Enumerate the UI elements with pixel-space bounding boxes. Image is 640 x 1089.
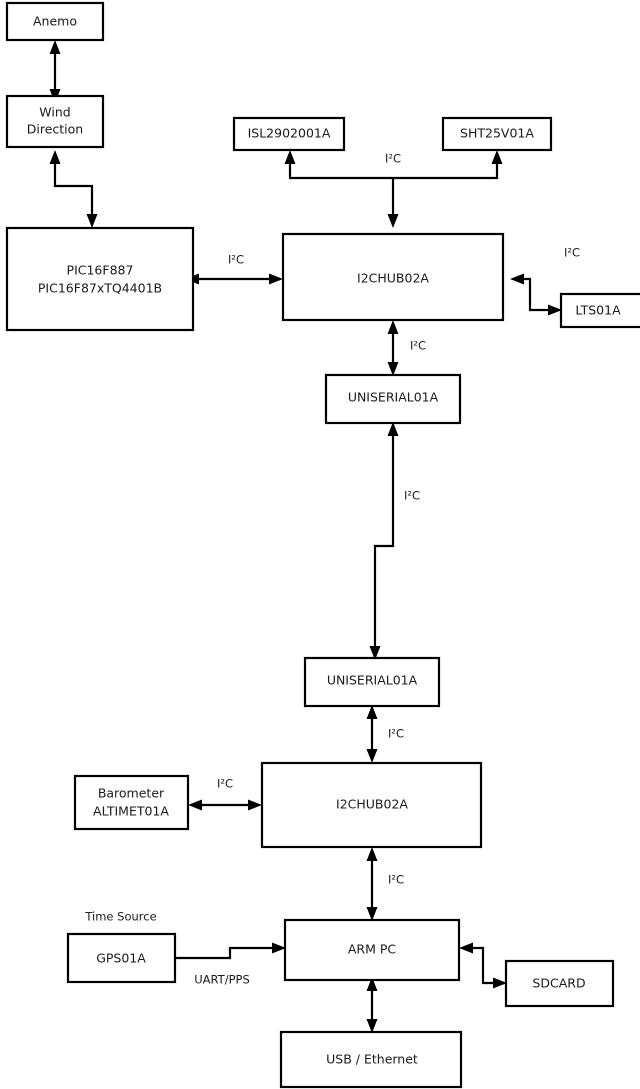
arrow-head-up-isl [284,150,296,164]
arrow-head-down [366,749,378,763]
edge-wind-direction-pic [49,150,98,228]
arrow-head-left [188,799,202,811]
node-usb-ethernet[interactable]: USB / Ethernet [279,1030,463,1089]
edge-barometer-hub-bottom: I²C [188,777,262,811]
node-uniserial01a-top[interactable]: UNISERIAL01A [324,373,462,425]
node-label-arm-pc: ARM PC [348,942,397,957]
arrow-head-down [86,214,98,228]
edge-label-hub-lts: I²C [564,246,580,260]
node-label-barometer-line2: ALTIMET01A [93,804,169,819]
edge-label-gps-armpc: UART/PPS [194,973,250,987]
edge-label-hub-armpc: I²C [388,873,404,887]
edge-gps-armpc: UART/PPS [175,942,286,987]
node-i2chub02a-bottom[interactable]: I2CHUB02A [260,761,483,849]
arrow-head-up [366,705,378,719]
node-label-isl: ISL2902001A [248,126,331,141]
node-anemo[interactable]: Anemo [5,1,105,42]
node-label-sdcard: SDCARD [532,976,585,991]
arrow-head-right [548,304,562,316]
arrow-head-right [272,942,286,954]
edge-uniserial-link: I²C [369,422,420,660]
edge-hub-top-sensors: I²C [284,150,503,228]
node-sdcard[interactable]: SDCARD [504,959,615,1008]
edge-label-uniserial-hub-bot: I²C [388,727,404,741]
arrow-head-left [459,942,473,954]
node-label-barometer-line1: Barometer [98,786,165,801]
edge-hub-top-lts: I²C [510,246,580,316]
node-label-hub-top: I2CHUB02A [357,271,429,286]
arrow-head-right [248,799,262,811]
edge-anemo-wind-direction [49,40,61,103]
node-label-uniserial-top: UNISERIAL01A [348,390,439,405]
arrow-head-up [387,320,399,334]
edge-uniserial-bottom-hub-bottom: I²C [366,705,404,763]
edge-hub-bottom-armpc: I²C [366,847,404,921]
edge-label-uniserial-link: I²C [404,489,420,503]
edge-pic-hub-top: I²C [185,253,283,285]
arrow-head-up [387,422,399,436]
node-wind-direction[interactable]: Wind Direction [5,94,105,149]
arrow-head-left [510,273,524,285]
node-pic-mcu[interactable]: PIC16F887 PIC16F87xTQ4401B [5,226,195,332]
node-label-uniserial-bottom: UNISERIAL01A [327,673,418,688]
node-label-pic-line2: PIC16F87xTQ4401B [38,281,162,296]
edge-armpc-sdcard [459,942,507,989]
arrow-head-up [49,150,61,164]
arrow-head-down-hub [387,214,399,228]
node-arm-pc[interactable]: ARM PC [283,918,461,982]
arrow-head-right [493,977,507,989]
node-label-lts: LTS01A [575,303,621,318]
edge-label-pic-hub: I²C [228,253,244,267]
edge-hub-top-uniserial-top: I²C [387,320,426,376]
arrow-head-up [366,977,378,991]
arrow-head-up [366,847,378,861]
edge-label-barometer-hub: I²C [217,777,233,791]
node-label-usb-ethernet: USB / Ethernet [326,1052,418,1067]
node-i2chub02a-top[interactable]: I2CHUB02A [281,232,505,322]
arrow-head-down [369,646,381,660]
node-label-pic-line1: PIC16F887 [67,263,134,278]
edge-label-hub-uniserial: I²C [410,339,426,353]
arrow-head-down [366,907,378,921]
arrow-head-up-sht [491,150,503,164]
node-gps01a[interactable]: GPS01A [66,932,177,984]
node-label-sht: SHT25V01A [460,126,534,141]
arrow-head-down [387,362,399,376]
label-time-source: Time Source [84,910,156,924]
node-label-wind-direction-line2: Direction [27,122,83,137]
node-label-gps: GPS01A [96,951,146,966]
edge-armpc-usb-ethernet [366,977,378,1033]
node-sht25v01a[interactable]: SHT25V01A [441,116,553,152]
node-barometer-altimet01a[interactable]: Barometer ALTIMET01A [73,774,190,831]
arrow-head-down [366,1019,378,1033]
node-isl2902001a[interactable]: ISL2902001A [232,116,346,152]
arrow-head-up [49,40,61,54]
node-label-anemo: Anemo [33,14,77,29]
edge-label-hub-sensors: I²C [385,152,401,166]
node-uniserial01a-bottom[interactable]: UNISERIAL01A [303,656,441,708]
node-lts01a[interactable]: LTS01A [559,292,640,329]
node-label-wind-direction-line1: Wind [39,105,70,120]
node-label-hub-bottom: I2CHUB02A [336,797,408,812]
arrow-head-right [269,273,283,285]
